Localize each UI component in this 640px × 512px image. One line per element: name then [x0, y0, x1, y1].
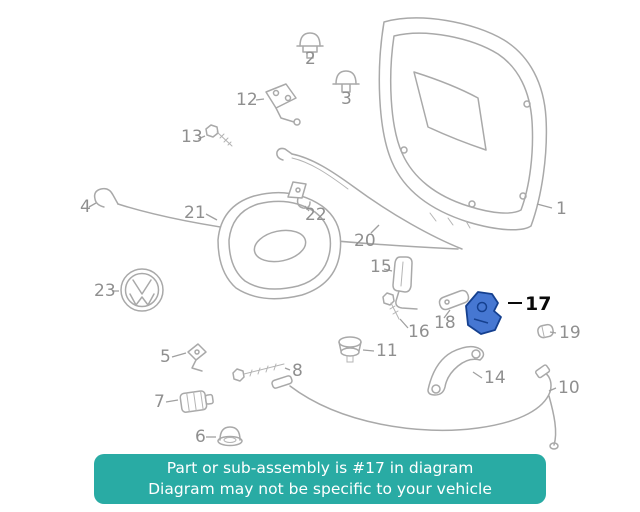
caption-line-2: Diagram may not be specific to your vehi…: [148, 480, 492, 498]
part-5-hinge: [187, 343, 207, 372]
part-label-12: 12: [236, 90, 258, 110]
part-label-21: 21: [184, 203, 206, 223]
part-label-22: 22: [305, 205, 327, 225]
leader-15: [383, 268, 393, 272]
part-21-insulator: [217, 191, 342, 300]
part-11-grommet: [338, 336, 362, 363]
part-label-14: 14: [484, 368, 506, 388]
leader-7: [165, 399, 179, 403]
leader-4: [88, 202, 97, 208]
part-1-hood: [378, 17, 548, 231]
part-label-15: 15: [370, 257, 392, 277]
part-22-bracket: [287, 181, 311, 209]
leader-11: [362, 349, 375, 352]
part-10-release-cable: [271, 364, 559, 450]
part-17-highlighted-lock-bracket: [465, 291, 502, 335]
part-label-11: 11: [376, 341, 398, 361]
leader-16: [399, 318, 409, 329]
part-label-23: 23: [94, 281, 116, 301]
part-6-grommet: [217, 426, 243, 447]
part-18-lock-cylinder: [438, 289, 470, 311]
leader-5: [171, 352, 187, 358]
part-label-17-highlight: 17: [525, 293, 551, 315]
part-2-buffer: [296, 32, 324, 59]
leader-12: [255, 98, 265, 101]
leader-18: [443, 309, 451, 319]
part-label-19: 19: [559, 323, 581, 343]
part-19-clip: [537, 323, 554, 339]
leader-8: [284, 367, 291, 371]
part-label-5: 5: [160, 347, 171, 367]
part-23-emblem: [120, 268, 164, 312]
part-label-6: 6: [195, 427, 206, 447]
leader-10: [548, 387, 557, 392]
leader-13: [197, 135, 206, 140]
part-label-20: 20: [354, 231, 376, 251]
part-label-7: 7: [154, 392, 165, 412]
part-7-clamp: [179, 390, 214, 413]
part-label-10: 10: [558, 378, 580, 398]
part-20-seal: [276, 147, 463, 250]
part-label-4: 4: [80, 197, 91, 217]
leader-19: [549, 331, 557, 334]
part-label-2: 2: [305, 49, 316, 69]
part-13-bolt: [205, 124, 233, 147]
part-3-buffer: [332, 70, 360, 93]
leader-22: [304, 205, 310, 212]
part-8-bolt: [232, 363, 285, 382]
part-16-bolt: [382, 292, 400, 320]
part-label-18: 18: [434, 313, 456, 333]
part-12-hinge: [265, 83, 301, 126]
part-label-8: 8: [292, 361, 303, 381]
leader-21: [205, 213, 218, 221]
caption-bar: [94, 454, 546, 504]
leader-1: [536, 203, 553, 209]
part-15-handle: [392, 256, 418, 310]
leader-20: [370, 224, 380, 234]
leader-14: [472, 371, 483, 379]
caption: Part or sub-assembly is #17 in diagram D…: [94, 454, 546, 504]
caption-line-1: Part or sub-assembly is #17 in diagram: [167, 459, 474, 477]
part-label-3: 3: [341, 89, 352, 109]
part-label-16: 16: [408, 322, 430, 342]
part-label-1: 1: [556, 199, 567, 219]
part-label-13: 13: [181, 127, 203, 147]
part-14-release-lever: [427, 345, 485, 396]
